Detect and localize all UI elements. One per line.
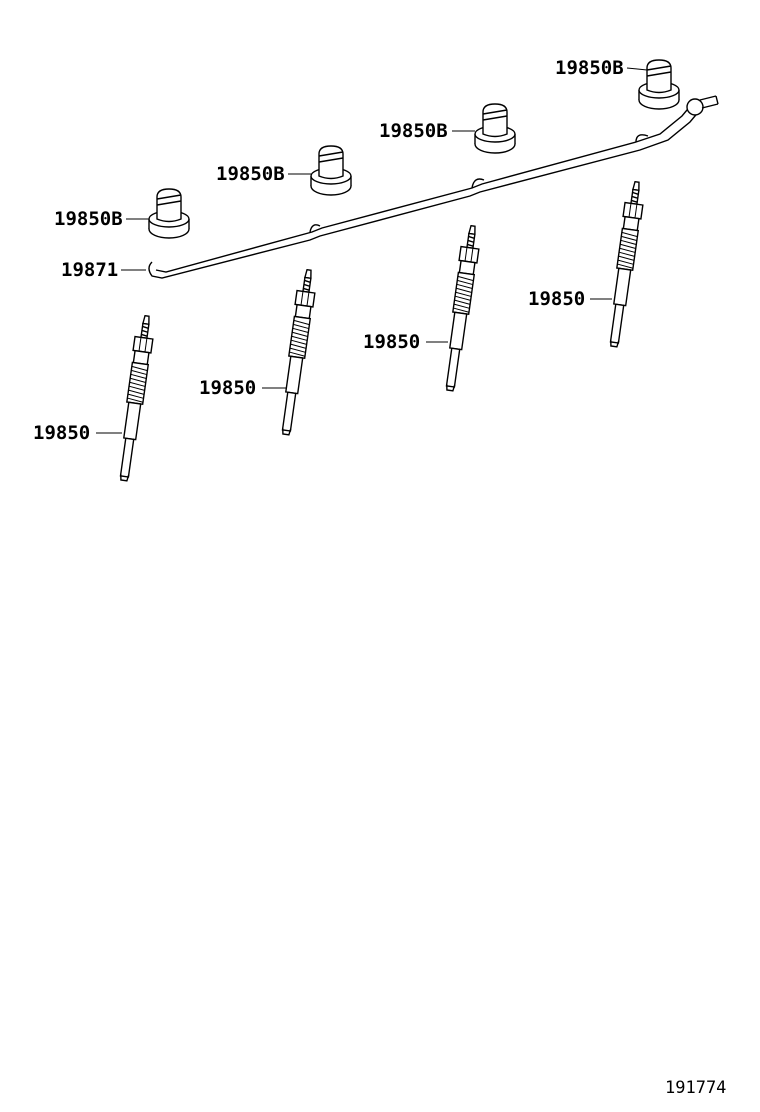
callout-plug-1: 19850 <box>33 422 90 444</box>
glow-plug-4-drawing <box>604 180 647 349</box>
glow-plug-2-drawing <box>276 268 319 437</box>
callout-nut-1: 19850B <box>54 208 123 230</box>
callout-nut-2: 19850B <box>216 163 285 185</box>
callout-plug-2: 19850 <box>199 377 256 399</box>
nut-3-drawing <box>474 103 516 154</box>
nut-1-drawing <box>148 188 190 239</box>
callout-nut-4: 19850B <box>555 57 624 79</box>
glow-plug-1-drawing <box>114 314 157 483</box>
nut-2-drawing <box>310 145 352 196</box>
nut-4-drawing <box>638 59 680 110</box>
callout-busbar: 19871 <box>61 259 118 281</box>
callout-plug-4: 19850 <box>528 288 585 310</box>
callout-plug-3: 19850 <box>363 331 420 353</box>
glow-plug-3-drawing <box>440 224 483 393</box>
leader-nut-4 <box>626 67 648 71</box>
callout-nut-3: 19850B <box>379 120 448 142</box>
busbar-drawing <box>148 95 719 279</box>
drawing-number: 191774 <box>665 1078 726 1098</box>
